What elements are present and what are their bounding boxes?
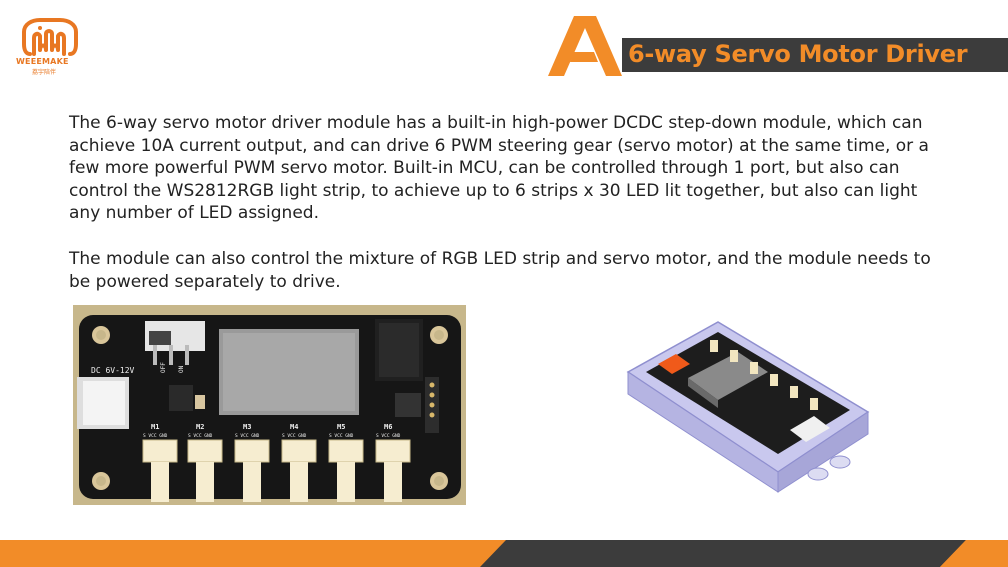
servo-driver-board-image: OFF ON DC 6V-12V M1 M2 M3 M4 M5 M6 — [73, 305, 466, 505]
page-title: 6-way Servo Motor Driver — [628, 40, 968, 68]
title-bar — [622, 38, 1008, 72]
brand-name: WEEEMAKE — [16, 57, 69, 66]
board-power-label: DC 6V-12V — [91, 366, 135, 375]
servo-driver-3d-render-image — [626, 321, 870, 493]
pin-label-m1: S VCC GND — [143, 433, 168, 439]
pin-label-m4: S VCC GND — [282, 433, 307, 439]
weeemake-logo-icon — [22, 18, 78, 56]
port-label-m5: M5 — [337, 423, 345, 431]
port-label-m2: M2 — [196, 423, 204, 431]
pin-label-m2: S VCC GND — [188, 433, 213, 439]
board-on-label: ON — [178, 365, 185, 373]
port-label-m3: M3 — [243, 423, 251, 431]
board-off-label: OFF — [160, 362, 167, 373]
a-logo-icon — [548, 16, 622, 76]
footer-decoration — [0, 540, 1008, 567]
port-label-m1: M1 — [151, 423, 159, 431]
description-paragraph-1: The 6-way servo motor driver module has … — [69, 113, 929, 223]
pin-label-m6: S VCC GND — [376, 433, 401, 439]
port-label-m6: M6 — [384, 423, 392, 431]
pin-label-m5: S VCC GND — [329, 433, 354, 439]
port-label-m4: M4 — [290, 423, 298, 431]
pin-label-m3: S VCC GND — [235, 433, 260, 439]
description-paragraph-2: The module can also control the mixture … — [69, 249, 931, 292]
brand-tagline: 荔宇陪伴 — [32, 69, 57, 76]
